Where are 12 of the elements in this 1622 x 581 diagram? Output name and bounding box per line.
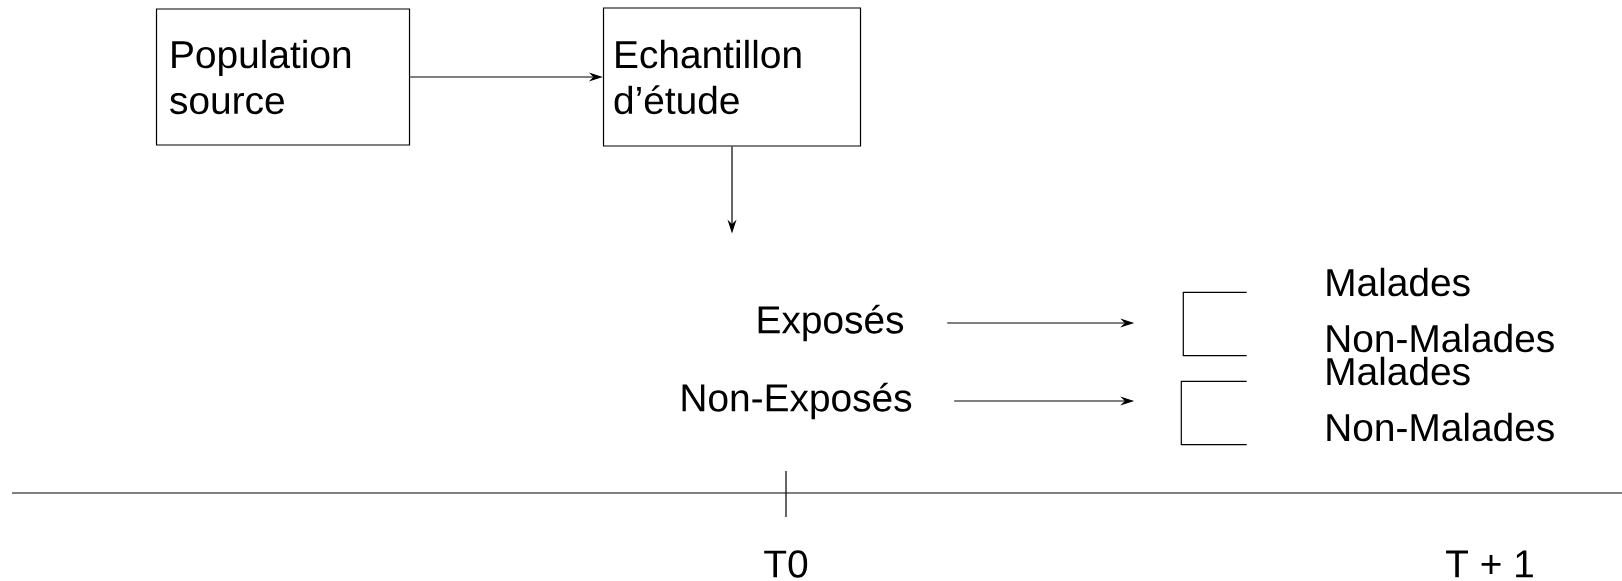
group-label: Exposés — [758, 304, 904, 342]
bracket — [1180, 380, 1248, 446]
outcome-label: Non-Malades — [1327, 323, 1554, 353]
time-label: T + 1 — [1446, 550, 1533, 578]
process-box: Population source — [155, 8, 411, 146]
outcome-label: Malades — [1327, 356, 1470, 386]
time-label: T0 — [764, 550, 808, 578]
outcome-label: Non-Malades — [1327, 412, 1554, 442]
process-box: Echantillon d’étude — [602, 7, 862, 147]
group-label: Non-Exposés — [682, 382, 912, 420]
bracket — [1182, 291, 1248, 357]
outcome-label: Malades — [1327, 267, 1470, 297]
